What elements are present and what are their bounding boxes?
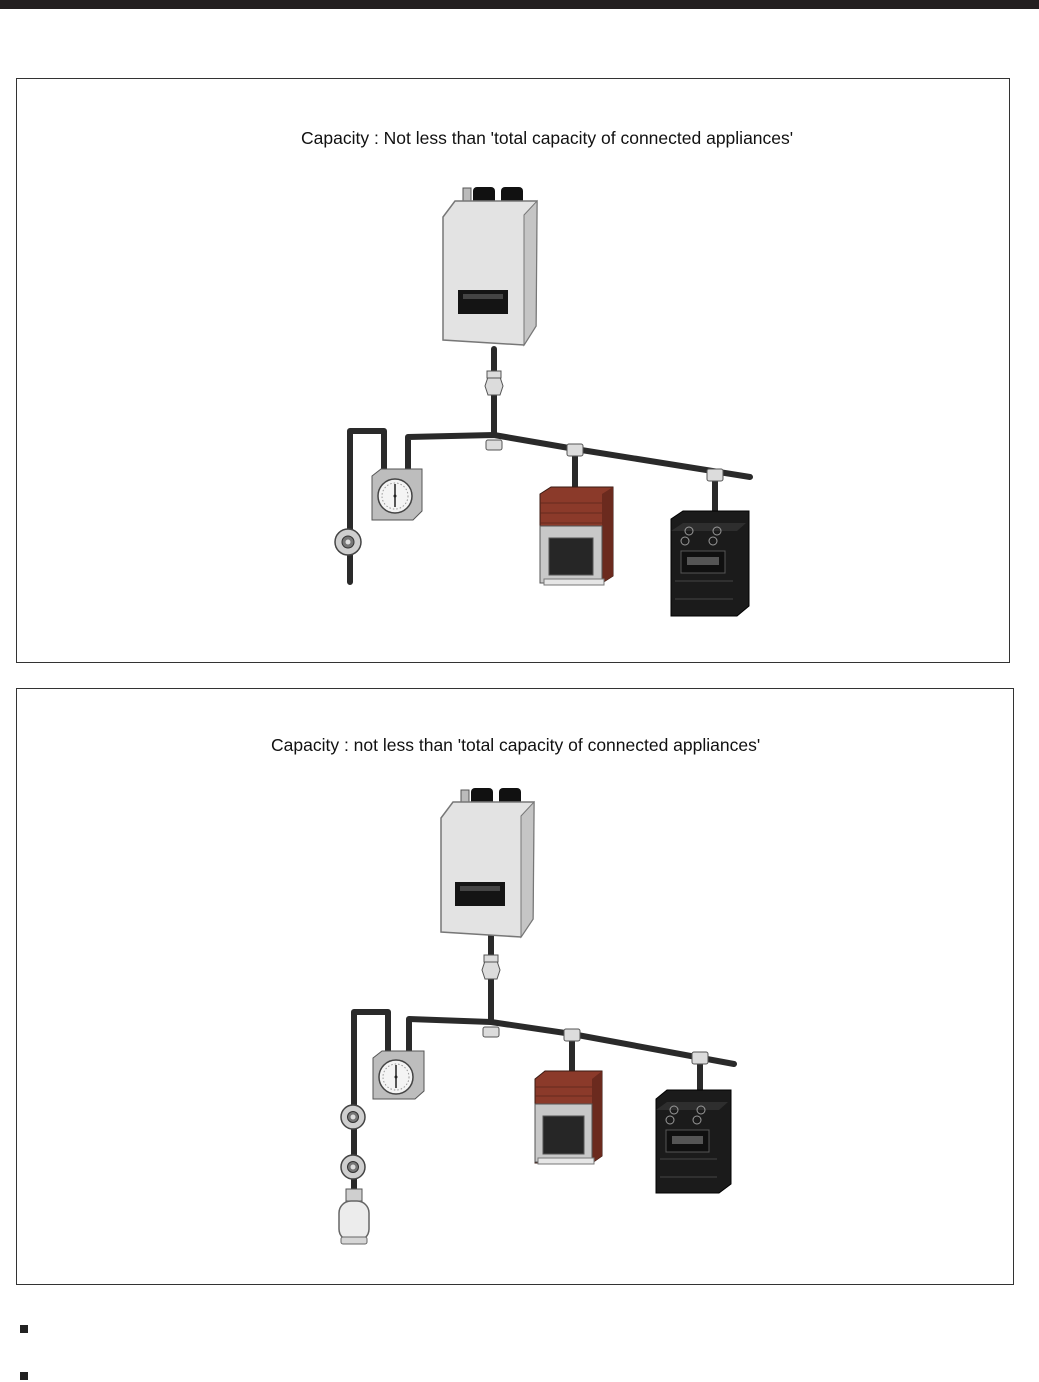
header-bar [0, 0, 1039, 9]
propane-tank-icon [339, 1189, 369, 1244]
gas-meter-icon [373, 1051, 424, 1099]
diagram-panel-natural-gas: Capacity : Not less than 'total capacity… [16, 78, 1010, 663]
regulator-icon [341, 1155, 365, 1179]
square-bullet-icon [20, 1325, 28, 1333]
diagram-panel-propane: Capacity : not less than 'total capacity… [16, 688, 1014, 1285]
gas-range-icon [656, 1090, 731, 1193]
regulator-icon [335, 529, 361, 555]
gas-piping-diagram [17, 689, 1015, 1286]
boiler-icon [443, 187, 537, 345]
boiler-icon [441, 788, 534, 937]
fireplace-icon [535, 1071, 602, 1164]
square-bullet-icon [20, 1372, 28, 1380]
fireplace-icon [540, 487, 613, 585]
gas-piping-diagram [17, 79, 1011, 664]
regulator-icon [341, 1105, 365, 1129]
pipe-fittings [482, 955, 708, 1064]
gas-meter-icon [372, 469, 422, 520]
gas-range-icon [671, 511, 749, 616]
